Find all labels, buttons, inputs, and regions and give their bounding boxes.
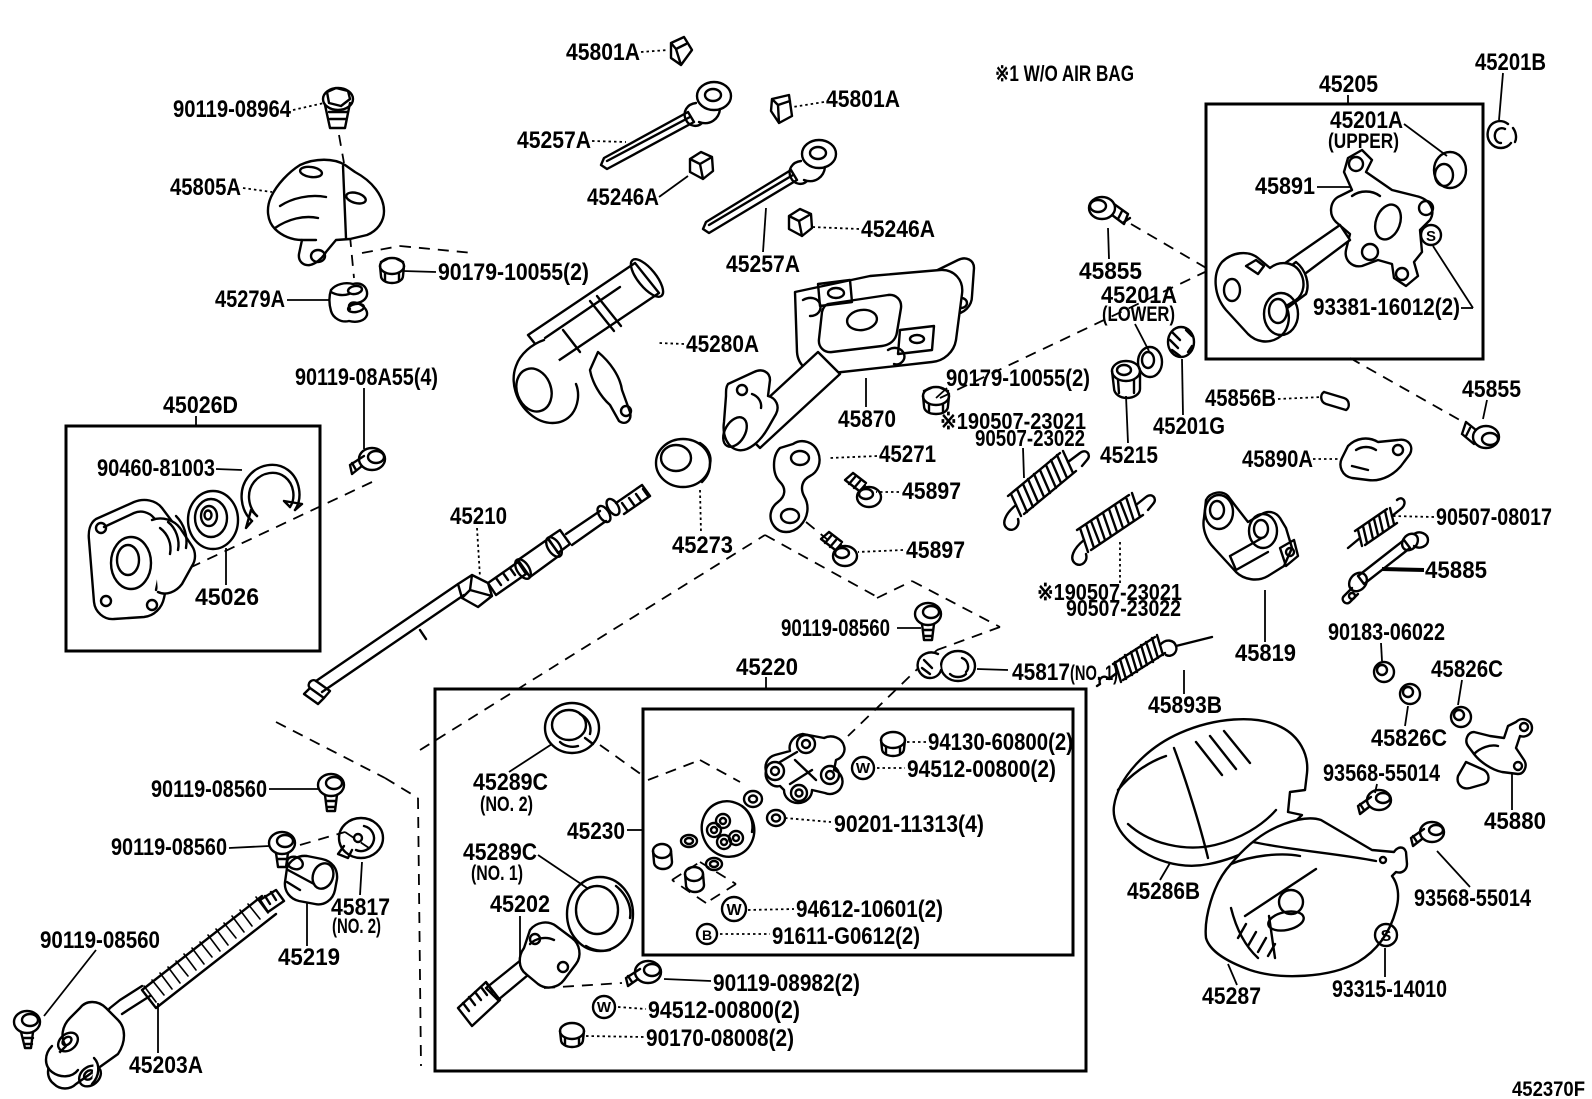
- svg-text:45257A: 45257A: [726, 251, 800, 278]
- svg-text:45026D: 45026D: [163, 392, 238, 419]
- svg-text:90119-08A55(4): 90119-08A55(4): [295, 364, 438, 391]
- svg-text:※190507-23021: ※190507-23021: [1037, 579, 1182, 605]
- svg-text:45230: 45230: [567, 818, 625, 845]
- svg-text:93381-16012(2): 93381-16012(2): [1313, 294, 1460, 321]
- svg-text:45856B: 45856B: [1205, 385, 1276, 412]
- svg-text:90119-08560: 90119-08560: [781, 615, 890, 642]
- svg-text:45855: 45855: [1079, 258, 1142, 285]
- svg-text:45893B: 45893B: [1148, 692, 1222, 719]
- svg-text:(LOWER): (LOWER): [1102, 303, 1175, 326]
- svg-text:90507-23022: 90507-23022: [975, 425, 1085, 451]
- svg-text:90119-08964: 90119-08964: [173, 96, 292, 123]
- svg-text:90201-11313(4): 90201-11313(4): [834, 811, 984, 838]
- svg-text:B: B: [702, 927, 712, 943]
- svg-text:45201B: 45201B: [1475, 49, 1546, 76]
- svg-text:45202: 45202: [490, 891, 550, 918]
- svg-text:94512-00800(2): 94512-00800(2): [907, 756, 1056, 783]
- svg-text:90179-10055(2): 90179-10055(2): [438, 259, 589, 286]
- svg-text:90119-08982(2): 90119-08982(2): [713, 970, 860, 997]
- svg-text:90119-08560: 90119-08560: [111, 834, 227, 861]
- svg-text:45819: 45819: [1235, 640, 1296, 667]
- svg-text:45890A: 45890A: [1242, 446, 1313, 473]
- svg-text:45246A: 45246A: [587, 184, 659, 211]
- svg-text:(UPPER): (UPPER): [1328, 130, 1399, 153]
- svg-text:(NO. 1): (NO. 1): [471, 862, 523, 885]
- svg-text:45870: 45870: [838, 406, 896, 433]
- svg-text:45203A: 45203A: [129, 1052, 203, 1079]
- svg-text:91611-G0612(2): 91611-G0612(2): [772, 923, 920, 950]
- svg-text:W: W: [597, 999, 612, 1016]
- svg-text:90170-08008(2): 90170-08008(2): [646, 1025, 794, 1052]
- svg-text:94612-10601(2): 94612-10601(2): [796, 896, 943, 923]
- svg-text:45219: 45219: [278, 944, 340, 971]
- svg-text:45201G: 45201G: [1153, 413, 1225, 440]
- svg-text:45897: 45897: [906, 537, 965, 564]
- svg-text:※190507-23021: ※190507-23021: [940, 408, 1086, 434]
- svg-text:94130-60800(2): 94130-60800(2): [928, 729, 1073, 756]
- svg-text:90179-10055(2): 90179-10055(2): [946, 365, 1090, 392]
- svg-text:45287: 45287: [1202, 983, 1261, 1010]
- svg-text:45280A: 45280A: [686, 331, 759, 358]
- svg-text:90507-23022: 90507-23022: [1066, 595, 1181, 621]
- svg-text:W: W: [726, 902, 742, 919]
- svg-text:45891: 45891: [1255, 173, 1315, 200]
- svg-text:45210: 45210: [450, 503, 507, 530]
- svg-text:45826C: 45826C: [1431, 656, 1503, 683]
- svg-text:93568-55014: 93568-55014: [1414, 885, 1532, 912]
- svg-text:452370F: 452370F: [1512, 1078, 1585, 1099]
- svg-text:45201A: 45201A: [1101, 282, 1177, 309]
- svg-text:S: S: [1426, 228, 1436, 245]
- svg-text:S: S: [1381, 928, 1392, 945]
- svg-text:94512-00800(2): 94512-00800(2): [648, 997, 800, 1024]
- svg-text:45826C: 45826C: [1371, 725, 1447, 752]
- svg-text:45273: 45273: [672, 532, 733, 559]
- svg-text:(NO. 1): (NO. 1): [1070, 662, 1118, 685]
- svg-text:※1 W/O AIR BAG: ※1 W/O AIR BAG: [995, 61, 1134, 86]
- svg-text:45026: 45026: [195, 584, 259, 611]
- svg-text:45897: 45897: [902, 478, 961, 505]
- svg-text:45205: 45205: [1319, 71, 1378, 98]
- svg-text:90119-08560: 90119-08560: [40, 927, 160, 954]
- svg-text:45817: 45817: [1012, 659, 1070, 686]
- svg-text:45286B: 45286B: [1127, 878, 1200, 905]
- svg-text:45855: 45855: [1462, 376, 1521, 403]
- svg-text:45289C: 45289C: [463, 839, 537, 866]
- svg-text:45801A: 45801A: [826, 86, 900, 113]
- svg-text:45201A: 45201A: [1330, 107, 1403, 134]
- svg-text:W: W: [856, 760, 871, 777]
- svg-text:(NO. 2): (NO. 2): [480, 793, 533, 816]
- svg-text:45885: 45885: [1425, 557, 1487, 584]
- svg-text:45246A: 45246A: [861, 216, 935, 243]
- svg-text:45220: 45220: [736, 654, 798, 681]
- svg-text:45215: 45215: [1100, 442, 1158, 469]
- svg-text:(NO. 2): (NO. 2): [332, 915, 381, 938]
- svg-text:90460-81003: 90460-81003: [97, 455, 215, 482]
- svg-text:45257A: 45257A: [517, 127, 591, 154]
- svg-text:45805A: 45805A: [170, 174, 241, 201]
- svg-text:45271: 45271: [879, 441, 936, 468]
- svg-text:90183-06022: 90183-06022: [1328, 619, 1445, 646]
- svg-text:93315-14010: 93315-14010: [1332, 976, 1447, 1003]
- svg-text:45289C: 45289C: [473, 769, 548, 796]
- svg-text:45801A: 45801A: [566, 39, 640, 66]
- svg-text:45279A: 45279A: [215, 286, 285, 313]
- svg-text:93568-55014: 93568-55014: [1323, 760, 1441, 787]
- svg-text:45817: 45817: [331, 894, 390, 921]
- svg-text:90119-08560: 90119-08560: [151, 776, 267, 803]
- svg-text:90507-08017: 90507-08017: [1436, 504, 1552, 531]
- svg-text:45880: 45880: [1484, 808, 1546, 835]
